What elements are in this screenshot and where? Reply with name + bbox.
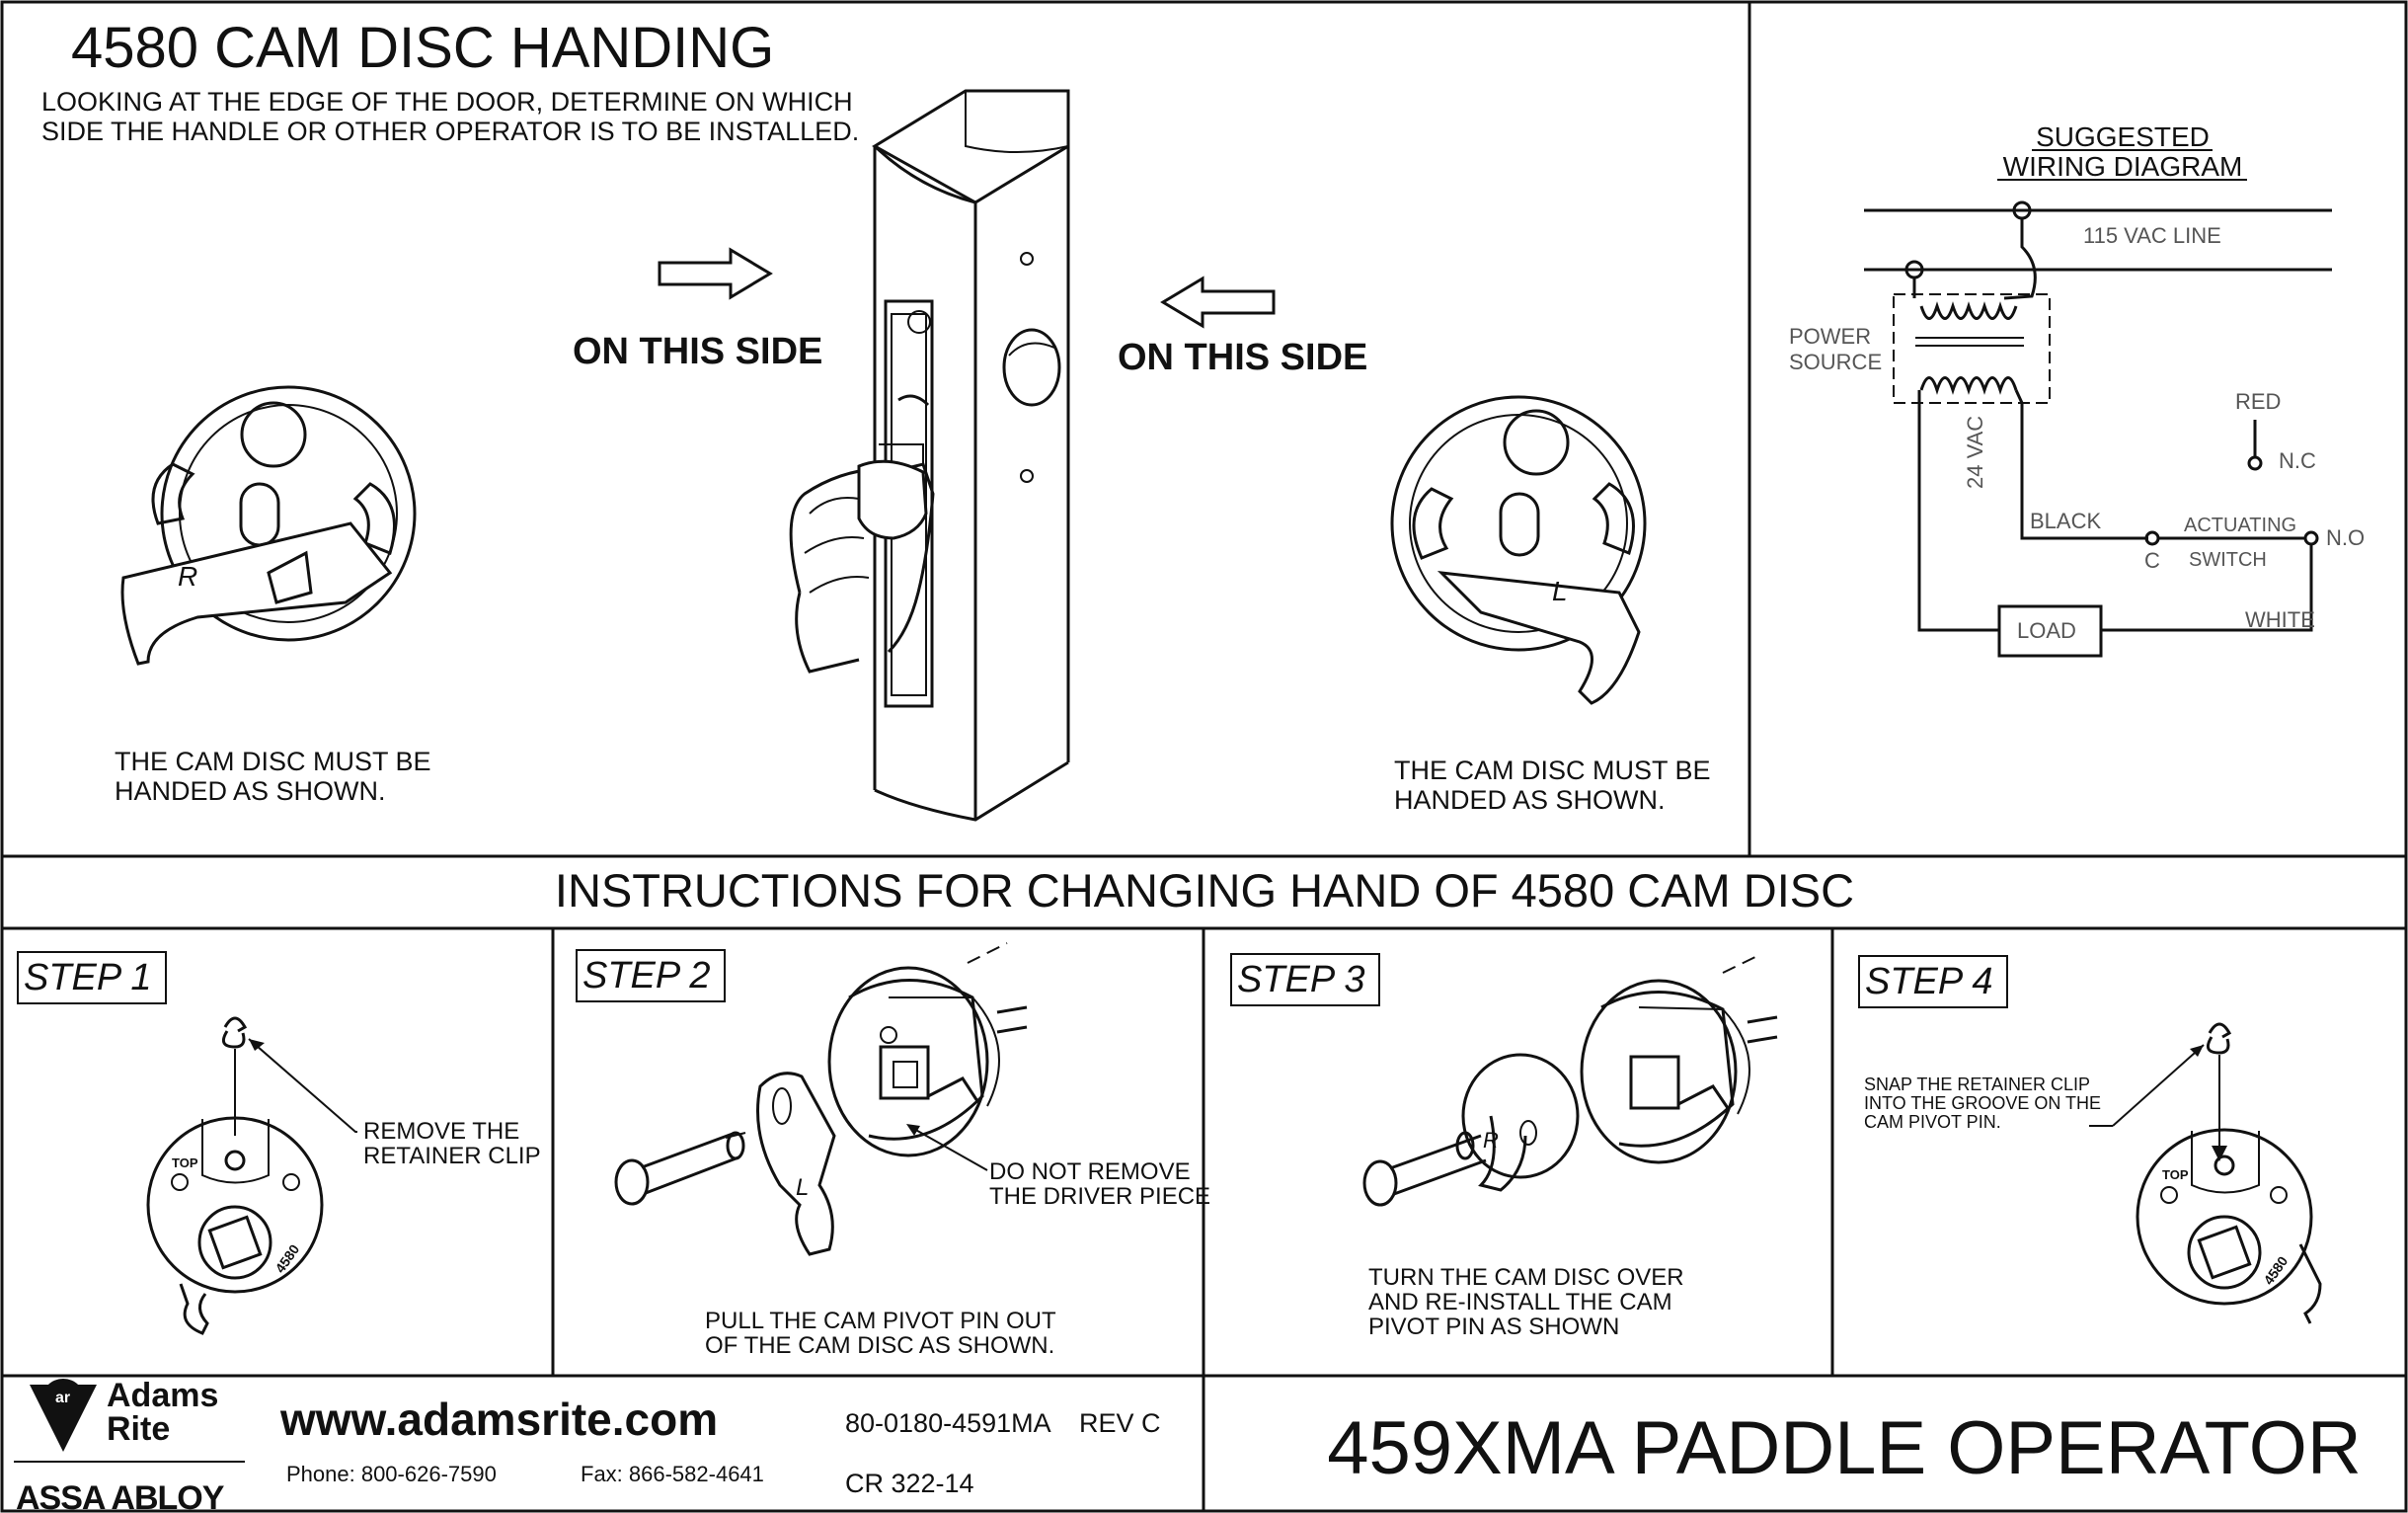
switch-label: SWITCH: [2189, 549, 2267, 571]
step4-cam-disc: [2136, 1128, 2313, 1306]
secondary-coil-icon: [1919, 376, 2018, 395]
step1-top-label: TOP: [172, 1155, 198, 1170]
wiring-title-line2: WIRING DIAGRAM: [2003, 151, 2243, 182]
wiring-diagram: SUGGESTED WIRING DIAGRAM 115 VAC LINE PO…: [1789, 121, 2365, 658]
step4-panel: STEP 4 SNAP THE RETAINER CLIP INTO THE G…: [1858, 955, 2322, 1324]
brand-logo: ar Adams Rite ASSA ABLOY: [14, 1377, 245, 1513]
brand-line2: Rite: [107, 1410, 170, 1448]
power-source-line1: POWER: [1789, 324, 1871, 349]
step2-title: STEP 2: [583, 955, 711, 996]
step4-note-line2: INTO THE GROOVE ON THE: [1864, 1093, 2101, 1113]
door-edge-illustration: [872, 89, 1070, 822]
step3-pivot-pin: [1362, 1131, 1487, 1207]
right-note-line1: THE CAM DISC MUST BE: [1394, 756, 1711, 785]
step4-title: STEP 4: [1865, 961, 1993, 1002]
switch-nc-terminal: [2247, 455, 2263, 471]
instructions-header: INSTRUCTIONS FOR CHANGING HAND OF 4580 C…: [555, 864, 1854, 916]
step1-note-line2: RETAINER CLIP: [363, 1143, 541, 1169]
load-label: LOAD: [2017, 618, 2076, 643]
handing-instruction-line1: LOOKING AT THE EDGE OF THE DOOR, DETERMI…: [41, 87, 853, 117]
svg-text:ar: ar: [55, 1390, 70, 1406]
black-wire-label: BLACK: [2030, 509, 2101, 533]
step4-part-label: 4580: [2260, 1253, 2291, 1288]
power-source-line2: SOURCE: [1789, 350, 1882, 374]
step1-panel: STEP 1 REMOVE THE RETAINER CLIP TOP 4580: [17, 951, 541, 1335]
step1-part-label: 4580: [272, 1241, 302, 1276]
handing-instruction-line2: SIDE THE HANDLE OR OTHER OPERATOR IS TO …: [41, 117, 859, 146]
nc-label: N.C: [2279, 448, 2316, 473]
no-label: N.O: [2326, 525, 2365, 550]
phone-number: Phone: 800-626-7590: [286, 1462, 497, 1486]
step4-retainer-clip-icon: [2206, 1022, 2232, 1055]
step1-note-line1: REMOVE THE: [363, 1118, 519, 1145]
transformer-housing: [1893, 293, 2051, 404]
step3-title-box: [1230, 953, 1380, 1006]
step3-driver-housing: [1580, 979, 1778, 1164]
left-cam-disc-illustration: R: [120, 385, 417, 666]
step2-callout-line2: THE DRIVER PIECE: [989, 1183, 1210, 1210]
step3-title: STEP 3: [1237, 959, 1365, 1000]
step3-note-line1: TURN THE CAM DISC OVER: [1368, 1264, 1684, 1291]
step4-note-line3: CAM PIVOT PIN.: [1864, 1112, 2001, 1132]
cr-number: CR 322-14: [845, 1469, 974, 1498]
arrow-left-icon: [1160, 276, 1276, 329]
right-note-line2: HANDED AS SHOWN.: [1394, 785, 1666, 815]
step2-callout-line1: DO NOT REMOVE: [989, 1158, 1191, 1185]
wiring-title-line1: SUGGESTED: [2036, 121, 2210, 152]
step3-cam-disc: R: [1461, 1053, 1580, 1192]
right-side-label: ON THIS SIDE: [1118, 337, 1367, 378]
step4-title-box: [1858, 955, 2008, 1008]
line-voltage-label: 115 VAC LINE: [2083, 223, 2221, 248]
step1-title: STEP 1: [24, 957, 152, 998]
step2-cam-disc: L: [756, 1072, 836, 1256]
step2-note-line2: OF THE CAM DISC AS SHOWN.: [705, 1332, 1054, 1359]
parent-brand: ASSA ABLOY: [16, 1479, 225, 1513]
red-wire-label: RED: [2235, 389, 2281, 414]
step3-disc-letter: R: [1483, 1128, 1499, 1153]
right-disc-letter: L: [1552, 576, 1568, 606]
step1-cam-disc: [146, 1116, 324, 1294]
revision-label: REV C: [1079, 1408, 1161, 1438]
website-link[interactable]: www.adamsrite.com: [279, 1394, 718, 1445]
load-box: [1997, 604, 2103, 658]
document-number: 80-0180-4591MA: [845, 1408, 1051, 1438]
right-cam-disc-illustration: L: [1390, 395, 1647, 705]
arrow-right-icon: [658, 247, 773, 300]
brand-line1: Adams: [107, 1377, 218, 1414]
step2-title-box: [576, 949, 726, 1002]
step2-pivot-pin: [614, 1131, 746, 1206]
hand-illustration: [789, 443, 935, 674]
primary-coil-icon: [1919, 301, 2018, 320]
retainer-clip-icon: [221, 1016, 248, 1049]
left-note-line2: HANDED AS SHOWN.: [115, 776, 386, 806]
common-label: C: [2144, 548, 2160, 573]
secondary-voltage-label: 24 VAC: [1963, 416, 1987, 489]
left-disc-letter: R: [178, 561, 197, 592]
step3-note-line3: PIVOT PIN AS SHOWN: [1368, 1314, 1619, 1340]
step2-note-line1: PULL THE CAM PIVOT PIN OUT: [705, 1308, 1056, 1334]
driver-housing-illustration: [827, 966, 1028, 1157]
step4-note-line1: SNAP THE RETAINER CLIP: [1864, 1075, 2090, 1094]
step1-title-box: [17, 951, 167, 1004]
step4-top-label: TOP: [2162, 1167, 2189, 1182]
handing-title: 4580 CAM DISC HANDING: [71, 16, 774, 80]
actuating-label: ACTUATING: [2184, 515, 2296, 536]
left-note-line1: THE CAM DISC MUST BE: [115, 747, 431, 776]
step2-panel: STEP 2 DO NOT REMOVE THE DRIVER PIECE L: [576, 942, 1210, 1359]
white-wire-label: WHITE: [2245, 607, 2315, 632]
step3-note-line2: AND RE-INSTALL THE CAM: [1368, 1289, 1672, 1315]
product-title: 459XMA PADDLE OPERATOR: [1327, 1406, 2362, 1490]
left-side-label: ON THIS SIDE: [573, 331, 822, 372]
fax-number: Fax: 866-582-4641: [581, 1462, 764, 1486]
step3-panel: STEP 3 R TURN THE CAM DISC OVER AND RE-I…: [1230, 953, 1778, 1340]
step2-disc-letter: L: [796, 1174, 809, 1201]
switch-no-terminal: [2303, 530, 2319, 546]
